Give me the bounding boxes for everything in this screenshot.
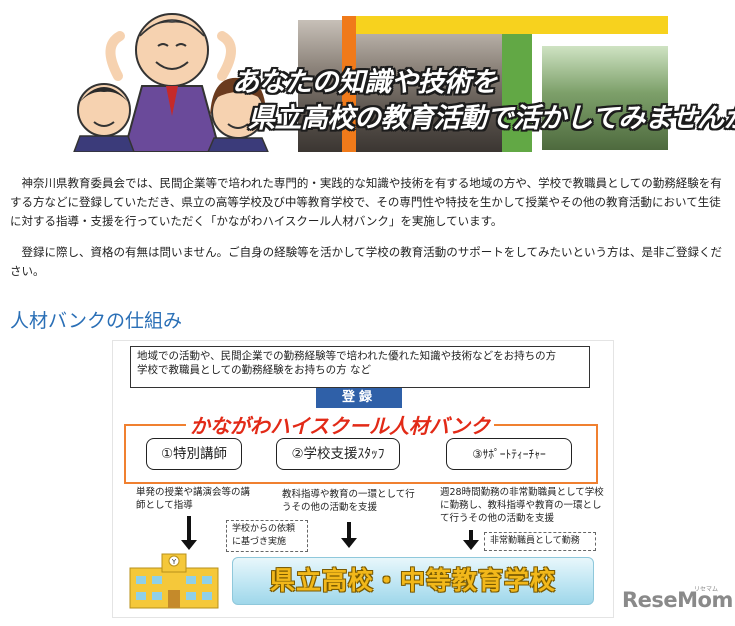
resemom-logo: ReseMom	[622, 588, 733, 612]
intro-paragraph-1: 神奈川県教育委員会では、民間企業等で培われた専門的・実践的な知識や技術を有する地…	[10, 176, 722, 228]
role-school-support-staff: ②学校支援ｽﾀｯﾌ	[276, 438, 400, 470]
banner-yellow-stripe	[356, 16, 668, 34]
prefectural-school-label: 県立高校・中等教育学校	[232, 557, 594, 605]
register-label: 登録	[316, 388, 402, 408]
talent-bank-title: かながわハイスクール人材バンク	[186, 410, 494, 439]
cartoon-people-illustration	[73, 13, 269, 152]
banner-title-line-1: あなたの知識や技術を	[232, 67, 498, 98]
banner-title-line-2: 県立高校の教育活動で活かしてみませんか	[248, 103, 735, 134]
role-special-lecturer: ①特別講師	[146, 438, 242, 470]
header-banner: あなたの知識や技術を 県立高校の教育活動で活かしてみませんか	[62, 6, 735, 152]
arrow-1-shaft	[187, 516, 191, 542]
arrow-down-icon	[463, 540, 479, 550]
talent-bank-diagram	[112, 340, 614, 618]
intro-paragraph-2: 登録に際し、資格の有無は問いません。ご自身の経験等を活かして学校の教育活動のサポ…	[10, 245, 722, 278]
section-heading: 人材バンクの仕組み	[10, 310, 182, 332]
classroom-photo	[298, 20, 528, 152]
role-support-teacher: ③ｻﾎﾟｰﾄﾃｨｰﾁｬｰ	[446, 438, 572, 470]
arrow-down-icon	[341, 538, 357, 548]
request-basis-note: 学校からの依頼に基づき実施	[226, 520, 308, 552]
school-icon-letter: Y	[171, 558, 177, 566]
arrow-down-icon	[181, 540, 197, 550]
banner-green-stripe	[502, 34, 532, 152]
role-note-3: 週28時間勤務の非常勤職員として学校に勤務し、教科指導や教育の一環として行うその…	[440, 487, 604, 524]
banner-orange-stripe	[342, 16, 356, 152]
role-note-2: 教科指導や教育の一環として行うその他の活動を支援	[282, 489, 415, 513]
resemom-logo-kana: リセマム	[694, 586, 719, 593]
teacher-photo	[542, 46, 668, 150]
eligible-people-box: 地域での活動や、民間企業での勤務経験等で培われた優れた知識や技術などをお持ちの方…	[130, 346, 590, 388]
parttime-note: 非常勤職員として勤務	[484, 532, 596, 551]
arrow-3-shaft	[469, 530, 473, 542]
school-building-icon: Y	[129, 553, 219, 609]
eligible-line-2: 学校で教職員としての勤務経験をお持ちの方 など	[137, 364, 372, 376]
arrow-2-shaft	[347, 522, 351, 540]
role-note-1: 単発の授業や講演会等の講師として指導	[136, 487, 251, 511]
eligible-line-1: 地域での活動や、民間企業での勤務経験等で培われた優れた知識や技術などをお持ちの方	[137, 350, 557, 362]
